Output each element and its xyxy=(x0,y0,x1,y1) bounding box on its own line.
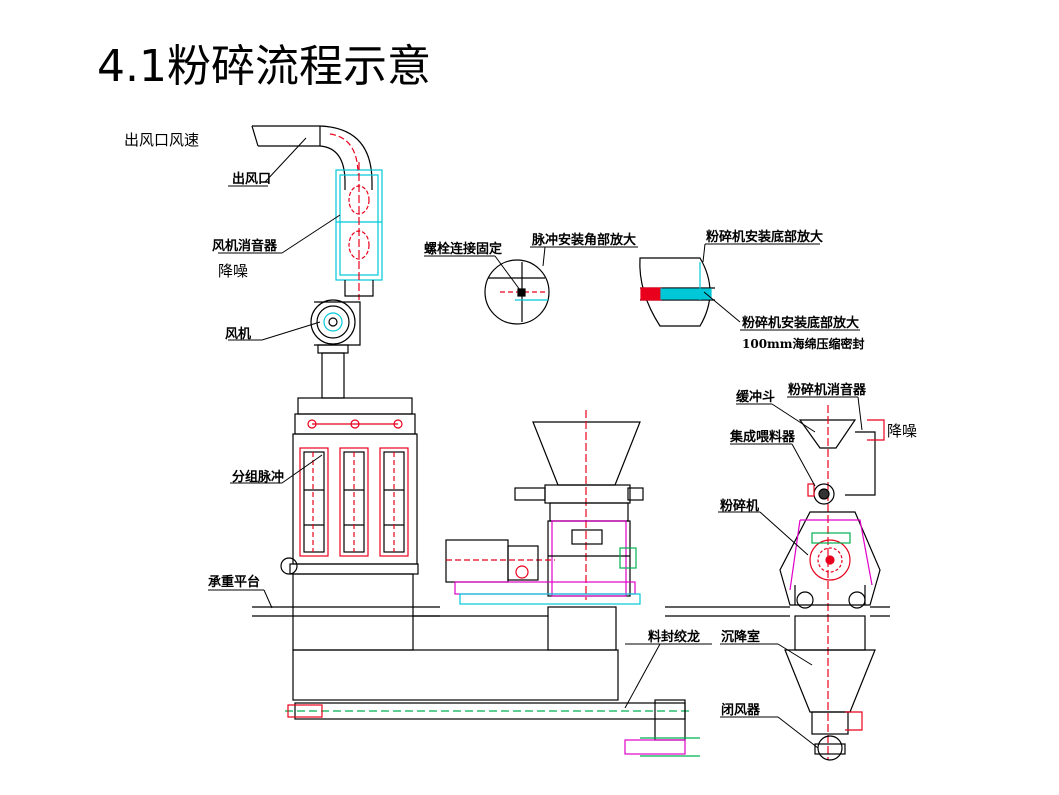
slide-title: 4.1粉碎流程示意 xyxy=(97,41,431,92)
label-buffer-hopper: 缓冲斗 xyxy=(736,389,775,405)
label-bolt: 螺栓连接固定 xyxy=(424,241,502,257)
leader-lines xyxy=(208,137,863,749)
crusher-bottom-detail xyxy=(639,257,715,327)
load-platform xyxy=(252,573,890,701)
label-noise-reduce-2: 降噪 xyxy=(887,422,917,440)
label-group-pulse: 分组脉冲 xyxy=(232,469,284,485)
label-crusher: 粉碎机 xyxy=(720,498,759,514)
label-platform: 承重平台 xyxy=(208,574,260,590)
label-crusher-bottom-bottom: 粉碎机安装底部放大 xyxy=(742,315,859,331)
outlet-duct xyxy=(251,125,373,190)
label-crusher-silencer: 粉碎机消音器 xyxy=(788,382,867,398)
fan-silencer xyxy=(335,162,383,300)
label-pulse-corner: 脉冲安装角部放大 xyxy=(531,232,636,248)
label-outlet-speed: 出风口风速 xyxy=(124,131,199,149)
label-noise-reduce-1: 降噪 xyxy=(218,262,248,280)
crusher-assembly-side xyxy=(779,405,885,761)
screw-conveyor xyxy=(285,699,700,757)
label-fan: 风机 xyxy=(225,326,251,342)
label-fan-silencer: 风机消音器 xyxy=(212,238,278,254)
label-feeder: 集成喂料器 xyxy=(729,429,796,445)
label-settling-chamber: 沉降室 xyxy=(721,629,760,645)
crusher-assembly-front xyxy=(445,410,644,605)
label-crusher-bottom-top: 粉碎机安装底部放大 xyxy=(706,229,823,245)
dust-collector xyxy=(280,397,419,575)
label-sponge-seal: 100mm海绵压缩密封 xyxy=(742,336,864,351)
fan xyxy=(310,299,361,399)
label-screw-conveyor: 料封绞龙 xyxy=(648,629,700,645)
label-outlet: 出风口 xyxy=(232,171,271,187)
pulse-corner-detail xyxy=(484,259,550,325)
label-airlock: 闭风器 xyxy=(721,702,761,718)
